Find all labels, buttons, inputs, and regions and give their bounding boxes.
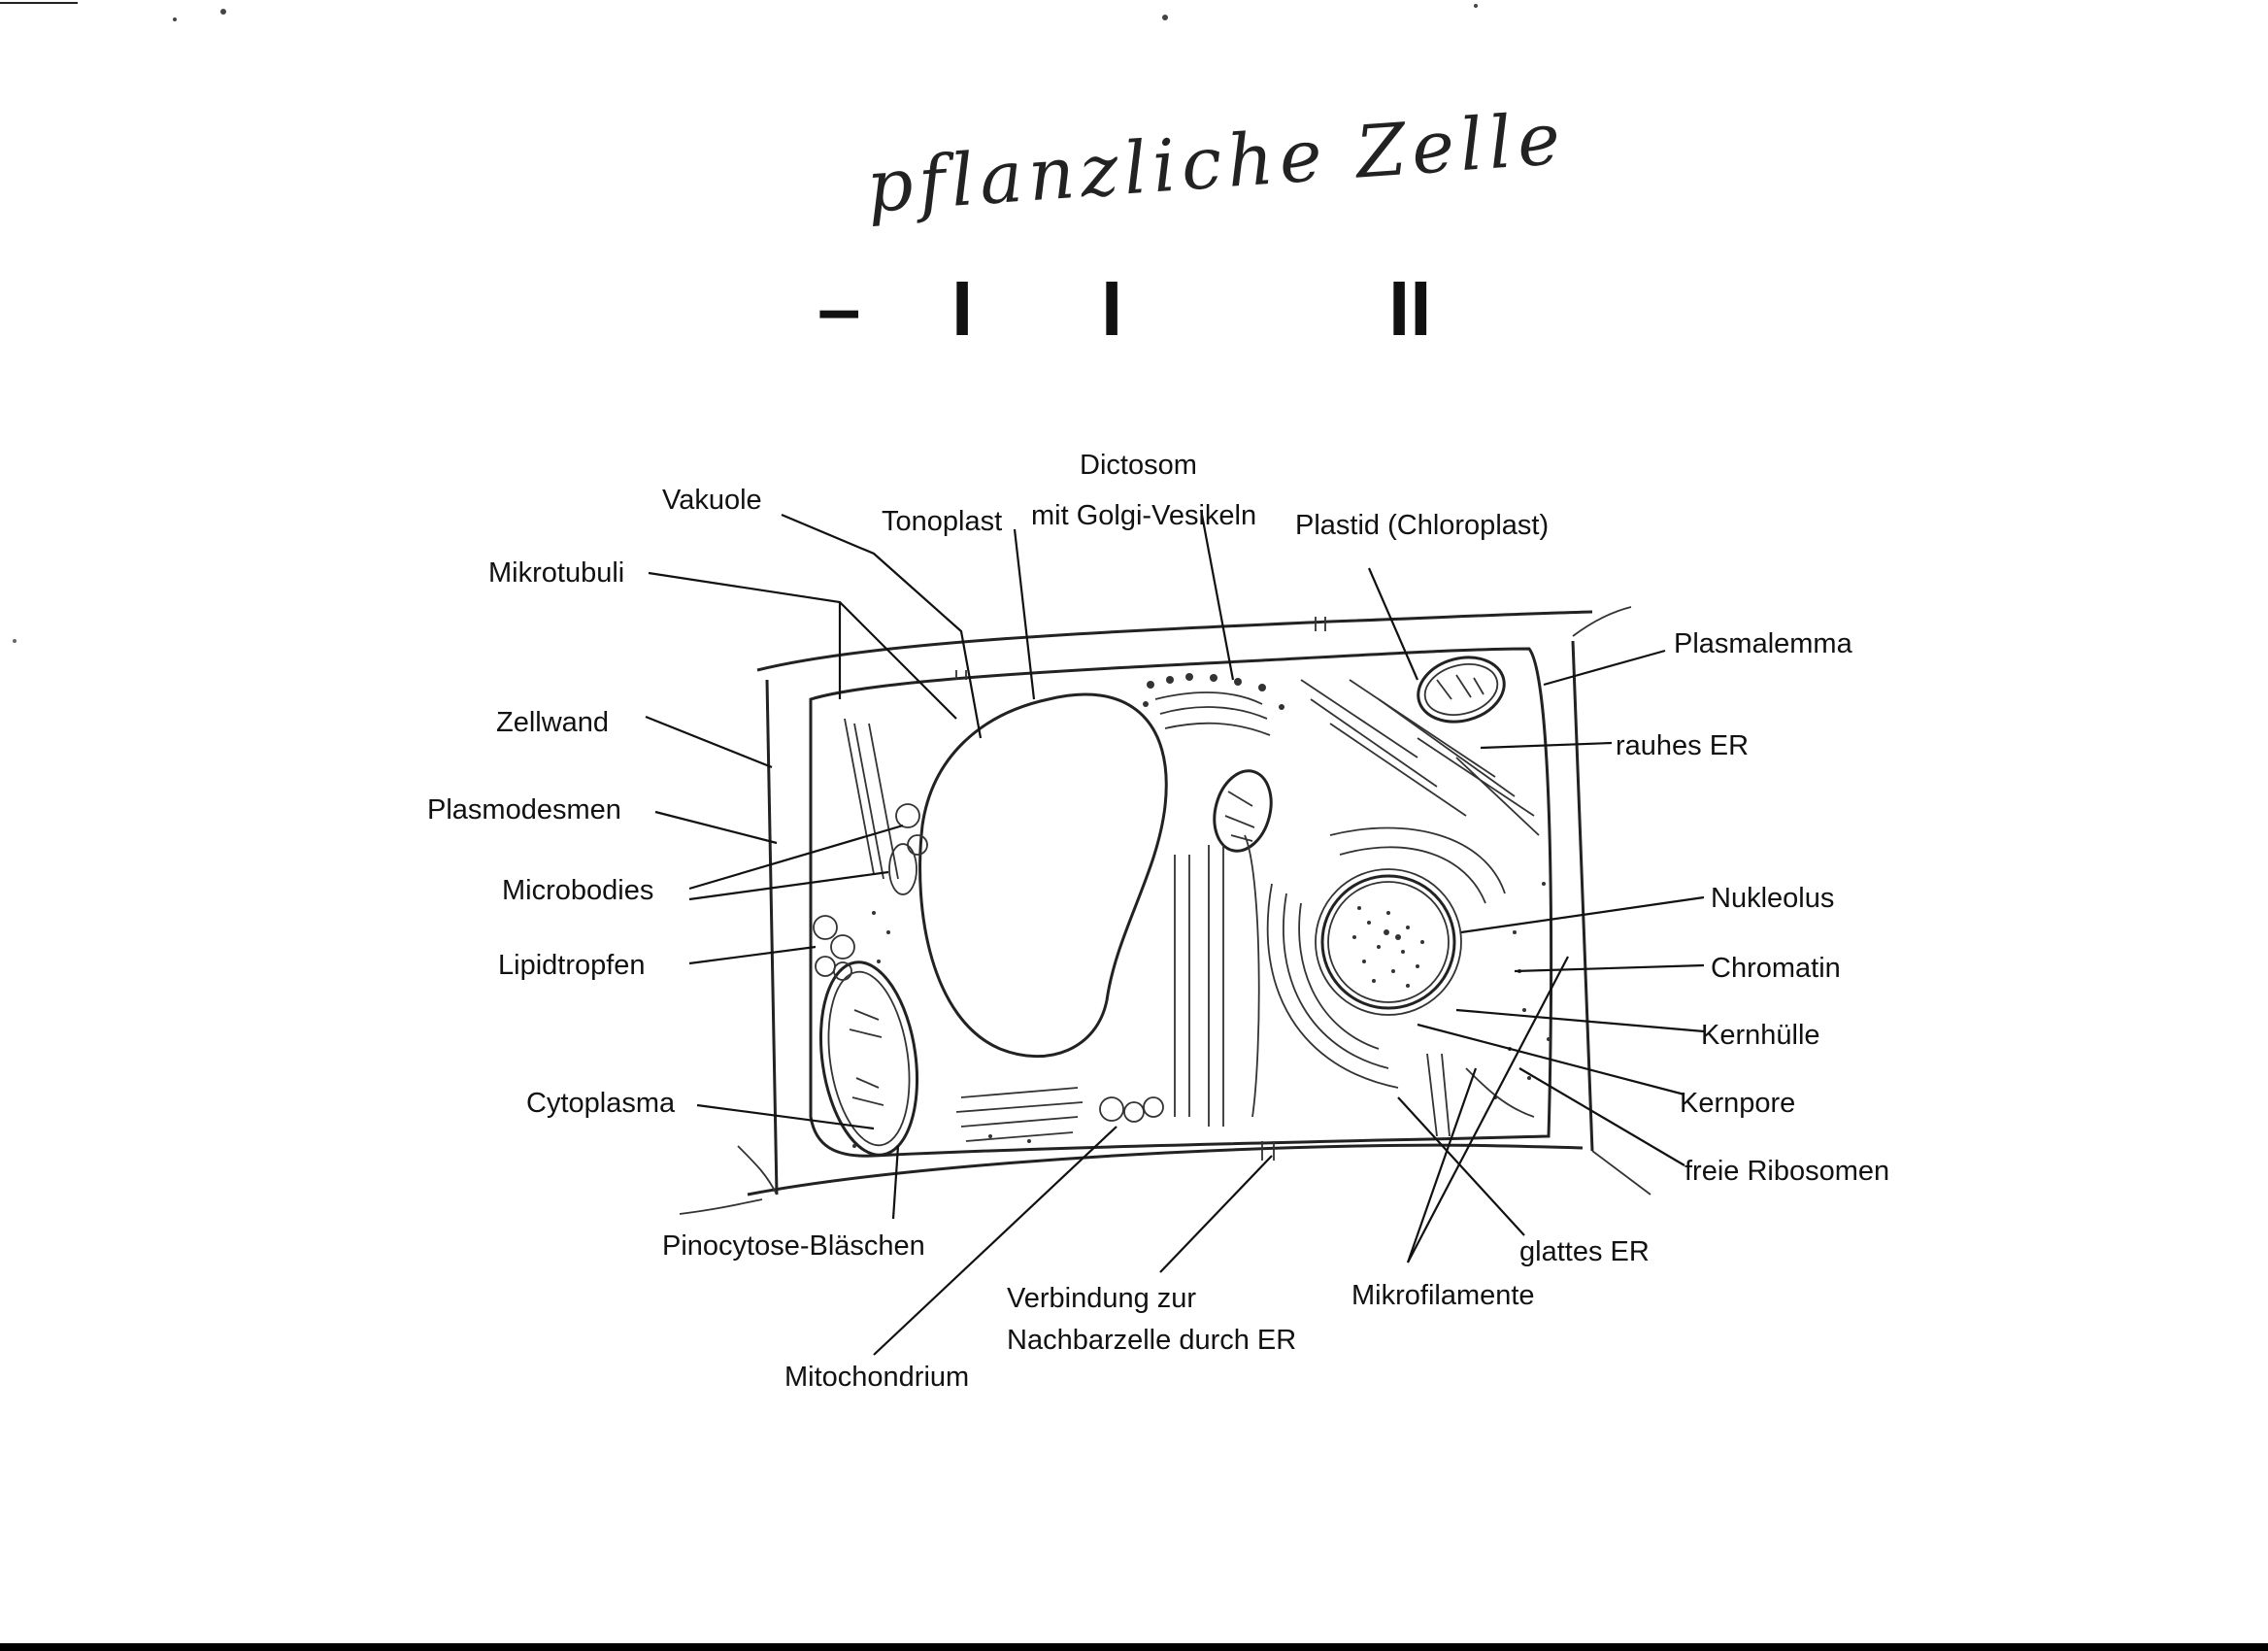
label-vakuole: Vakuole <box>662 485 762 516</box>
leader-lines <box>645 509 1705 1356</box>
leader-glattes-er <box>1397 1096 1525 1236</box>
leader-lipidtropfen <box>688 945 817 965</box>
label-kernhuelle: Kernhülle <box>1701 1020 1820 1051</box>
label-mikrofilamente: Mikrofilamente <box>1351 1280 1535 1311</box>
leader-vakuole <box>781 513 983 739</box>
leader-cytoplasma <box>696 1103 875 1130</box>
labels: Dictosom mit Golgi-Vesikeln Vakuole Tono… <box>427 450 1889 1393</box>
leader-nukleolus <box>1460 895 1705 934</box>
tally-marks: – I I II <box>817 265 1431 352</box>
label-plasmalemma: Plasmalemma <box>1674 628 1853 659</box>
leader-zellwand <box>645 715 773 769</box>
leader-tonoplast <box>1013 528 1036 700</box>
label-glattes-er: glattes ER <box>1519 1236 1650 1267</box>
leader-verbindung <box>1159 1155 1273 1273</box>
label-tonoplast: Tonoplast <box>882 506 1002 537</box>
leader-dictosom <box>1199 509 1235 681</box>
leader-microbodies-2 <box>688 870 889 901</box>
label-plastid: Plastid (Chloroplast) <box>1295 510 1549 541</box>
label-lipidtropfen: Lipidtropfen <box>498 950 646 981</box>
leader-plastid <box>1367 567 1419 681</box>
cytoplasm-speckles <box>852 882 1551 1148</box>
leader-plasmalemma <box>1543 649 1666 687</box>
scan-artifacts <box>0 2 1478 643</box>
label-dictosom-line2: mit Golgi-Vesikeln <box>1031 500 1256 531</box>
label-cytoplasma: Cytoplasma <box>526 1088 676 1119</box>
tally-mark-dash: – <box>817 265 861 352</box>
label-mitochondrium: Mitochondrium <box>784 1362 969 1393</box>
label-freie-ribosomen: freie Ribosomen <box>1684 1156 1889 1187</box>
label-rauhes-er: rauhes ER <box>1616 730 1749 761</box>
leader-mikrofilamente-1 <box>1406 1067 1478 1264</box>
label-verbindung-line2: Nachbarzelle durch ER <box>1007 1325 1296 1356</box>
label-dictosom-line1: Dictosom <box>1080 450 1197 481</box>
leader-kernpore <box>1417 1023 1685 1096</box>
leader-chromatin <box>1514 963 1705 973</box>
leader-rauhes-er <box>1480 741 1613 750</box>
leader-microbodies-1 <box>688 824 904 891</box>
scan-bottom-edge <box>0 1643 2268 1651</box>
tally-mark-1: I <box>951 265 973 352</box>
leader-kernhuelle <box>1455 1008 1705 1033</box>
tally-mark-2: I <box>1101 265 1122 352</box>
label-plasmodesmen: Plasmodesmen <box>427 794 621 826</box>
label-zellwand: Zellwand <box>496 707 609 738</box>
leader-mikrofilamente-2 <box>1407 956 1569 1264</box>
label-chromatin: Chromatin <box>1711 953 1841 984</box>
leader-freie-ribosomen <box>1518 1067 1685 1166</box>
leader-mitochondrium <box>873 1126 1117 1356</box>
label-mikrotubuli: Mikrotubuli <box>488 557 624 589</box>
leader-pinocytose <box>891 1145 900 1220</box>
label-pinocytose: Pinocytose-Bläschen <box>662 1230 925 1262</box>
tally-mark-3: II <box>1388 265 1431 352</box>
label-microbodies: Microbodies <box>502 875 653 906</box>
leader-plasmodesmen <box>654 810 778 845</box>
label-verbindung-line1: Verbindung zur <box>1007 1283 1196 1314</box>
label-nukleolus: Nukleolus <box>1711 883 1834 914</box>
chromatin-stipple <box>1352 906 1424 988</box>
plant-cell-drawing <box>679 606 1651 1215</box>
label-kernpore: Kernpore <box>1680 1088 1795 1119</box>
